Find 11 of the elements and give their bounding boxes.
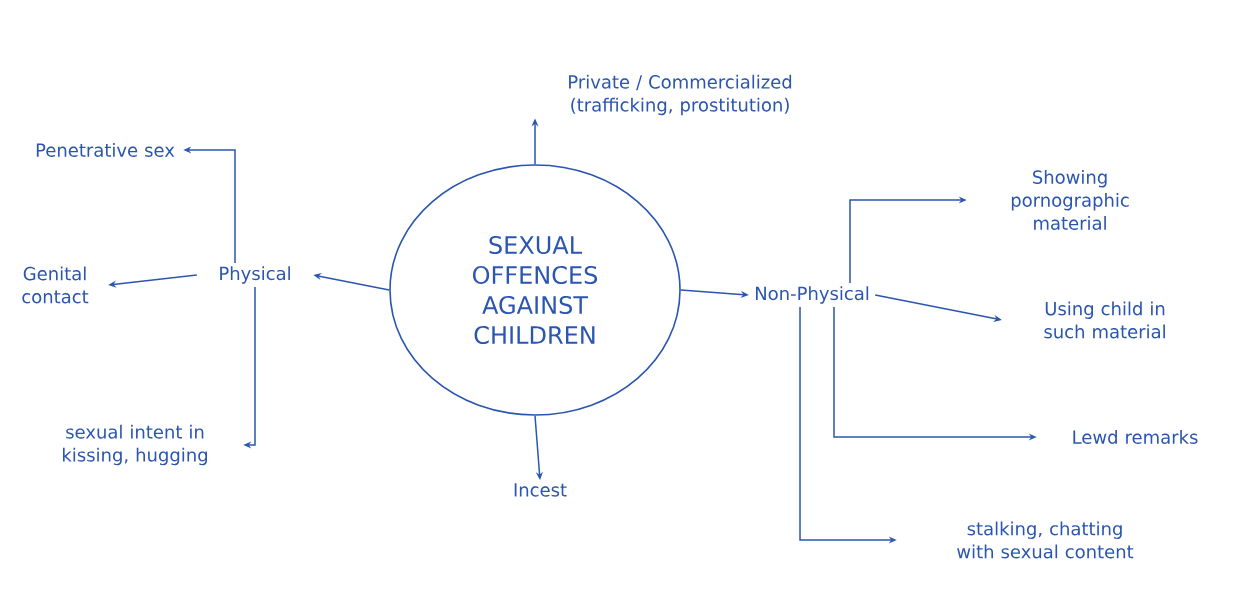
branch-label: stalking, chatting with sexual content bbox=[957, 521, 1134, 559]
branch-label: Physical bbox=[220, 266, 290, 284]
branch-label: Private / Commercialized (trafficking, prostitution) bbox=[569, 74, 792, 116]
branch-label: Genital contact bbox=[22, 266, 89, 304]
branch-label: Showing pornographic material bbox=[1011, 170, 1129, 230]
branch-label: Incest bbox=[514, 483, 567, 497]
branch-label: sexual intent in kissing, hugging bbox=[63, 424, 207, 466]
branch-label: Using child in such material bbox=[1044, 301, 1165, 339]
branch-label: Lewd remarks bbox=[1073, 430, 1198, 444]
branch-label: Non-Physical bbox=[756, 286, 869, 304]
branch-label: Penetrative sex bbox=[36, 143, 175, 157]
